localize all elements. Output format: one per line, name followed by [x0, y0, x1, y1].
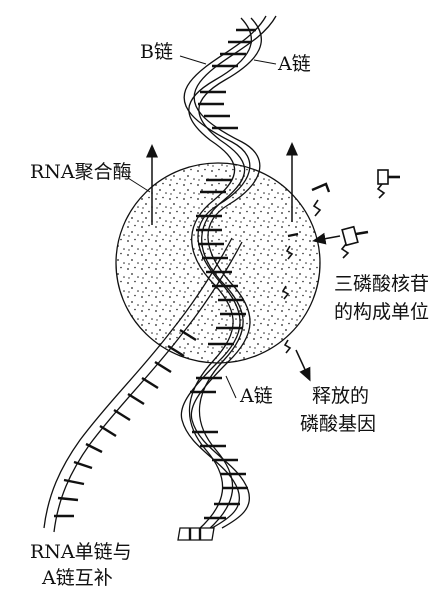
rna-bases	[54, 330, 196, 516]
label-a-chain-top: A链	[277, 53, 311, 75]
label-rna-line2: A链互补	[41, 567, 113, 589]
label-a-chain-mid: A链	[239, 385, 273, 407]
ntp-arrow	[318, 236, 340, 240]
label-b-chain: B链	[140, 41, 173, 63]
label-ntp-line1: 三磷酸核苷	[334, 273, 429, 295]
label-rna-line1: RNA单链与	[30, 541, 132, 563]
label-rna-polymerase: RNA聚合酶	[30, 161, 132, 183]
helix-tail	[178, 528, 214, 540]
release-arrow	[296, 350, 308, 376]
label-released-line1: 释放的	[312, 385, 369, 407]
label-released-line2: 磷酸基因	[300, 413, 376, 435]
label-ntp-line2: 的构成单位	[334, 301, 429, 323]
